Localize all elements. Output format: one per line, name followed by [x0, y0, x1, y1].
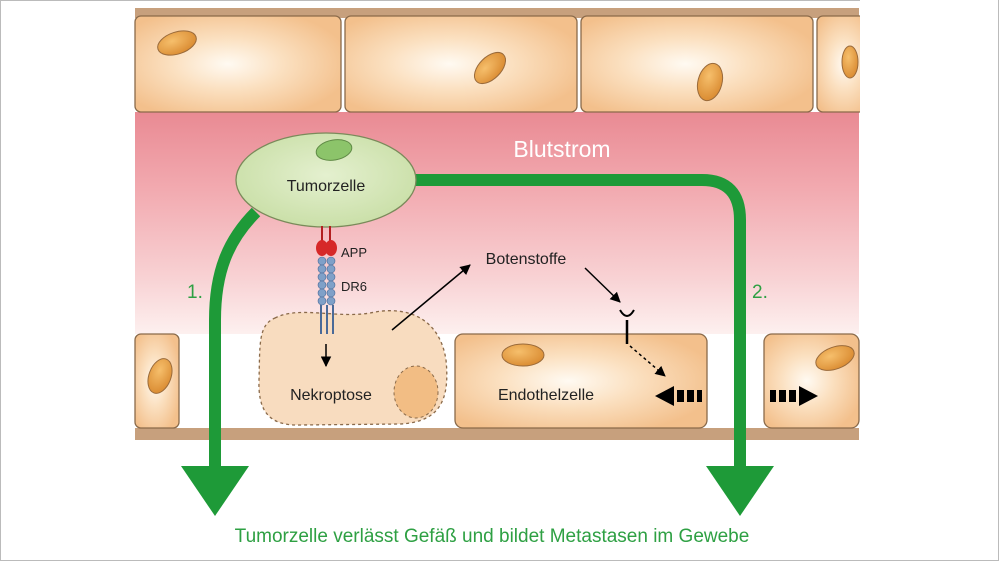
arrow-to-messengers — [391, 264, 471, 331]
label-path-1: 1. — [187, 282, 203, 303]
nucleus — [501, 343, 545, 367]
nucleus — [157, 30, 197, 56]
receptor-complex — [316, 226, 337, 334]
nucleus — [815, 345, 855, 371]
label-tumor-cell: Tumorzelle — [287, 178, 366, 195]
vessel-wall-bottom — [135, 428, 859, 440]
path-2-arrow-head — [706, 466, 774, 516]
tumor-cell-nucleus — [315, 139, 353, 161]
left-movement-arrow — [655, 386, 702, 406]
label-messengers: Botenstoffe — [486, 251, 567, 268]
arrow-to-receptor — [584, 267, 621, 303]
label-path-2: 2. — [752, 282, 768, 303]
nucleus — [696, 62, 724, 102]
endothelial-cell-top-2 — [344, 15, 578, 113]
right-movement-arrow — [770, 386, 818, 406]
endothelial-cell-top-3 — [580, 15, 814, 113]
extravasation-paths — [181, 174, 774, 516]
nucleus — [473, 51, 507, 85]
label-necroptosis: Nekroptose — [290, 387, 372, 404]
label-app: APP — [341, 245, 367, 260]
path-2-arrow-line — [410, 174, 746, 470]
app-receptor-right — [325, 240, 337, 256]
tumor-cell-body — [235, 132, 417, 228]
vessel-wall-top — [135, 8, 859, 18]
label-bloodstream: Blutstrom — [513, 136, 610, 162]
path-1-arrow-line — [209, 207, 261, 470]
arrow-dotted-signal — [629, 345, 666, 377]
label-dr6: DR6 — [341, 279, 367, 294]
right-mask — [860, 0, 998, 450]
bottom-endothelial-cells — [134, 333, 860, 429]
top-endothelial-cells — [134, 15, 878, 113]
app-receptor-left — [316, 240, 328, 256]
necroptotic-cell — [258, 310, 448, 426]
label-endothelial-cell: Endothelzelle — [498, 387, 594, 404]
endothelial-cell-main — [454, 333, 708, 429]
endothelial-receptor — [619, 309, 635, 344]
nucleus — [841, 45, 859, 79]
caption: Tumorzelle verlässt Gefäß und bildet Met… — [235, 526, 750, 547]
necroptotic-nucleus — [393, 365, 439, 419]
path-1-arrow-head — [181, 466, 249, 516]
dr6-receptor — [317, 256, 336, 306]
tumor-cell — [235, 132, 417, 228]
endothelial-cell-top-1 — [134, 15, 342, 113]
nucleus — [147, 358, 173, 394]
